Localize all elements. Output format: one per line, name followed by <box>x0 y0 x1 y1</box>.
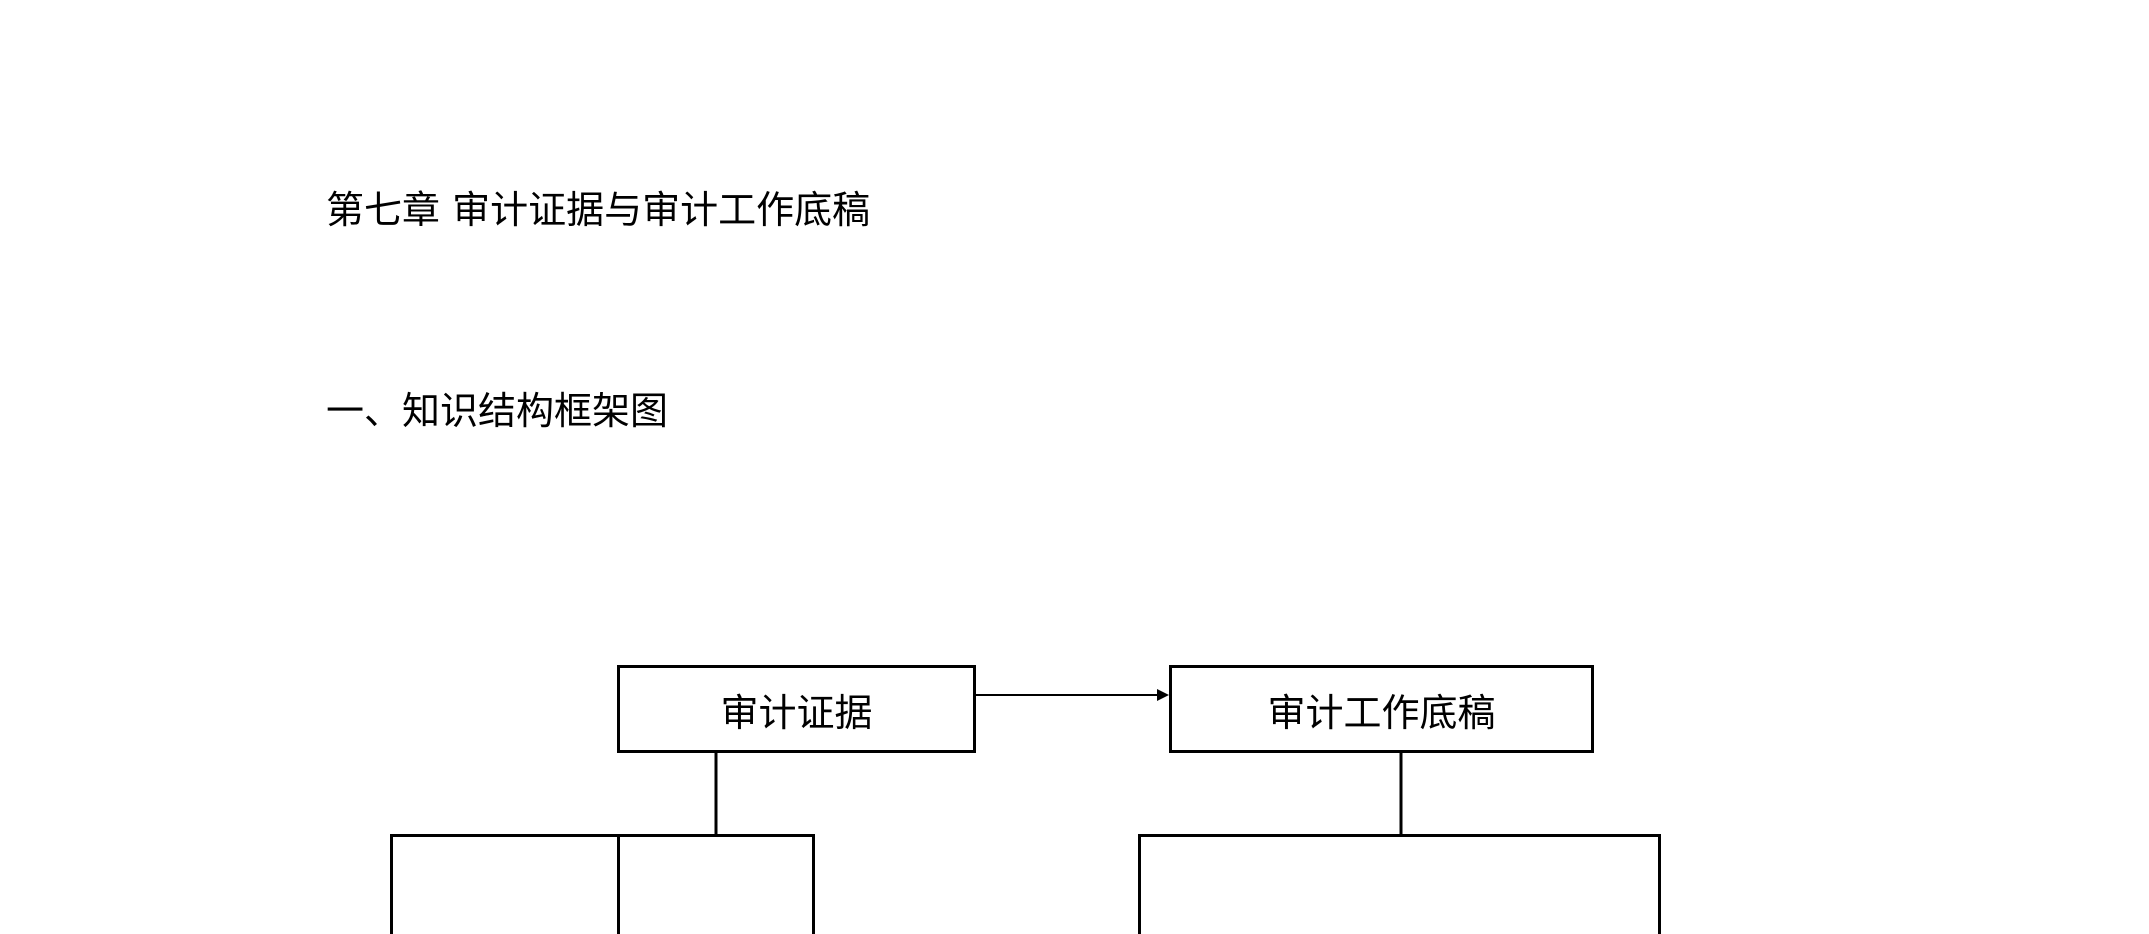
node-evidence-sub-b <box>617 834 815 934</box>
node-audit-workpaper: 审计工作底稿 <box>1169 665 1594 753</box>
node-workpaper-sub <box>1138 834 1661 934</box>
node-audit-workpaper-label: 审计工作底稿 <box>1267 690 1496 735</box>
node-evidence-sub-a-label <box>393 837 618 934</box>
node-evidence-sub-a <box>390 834 621 934</box>
node-audit-evidence: 审计证据 <box>617 665 976 753</box>
section-title: 一、知识结构框架图 <box>326 389 669 433</box>
diagram-connectors <box>714 689 1403 834</box>
node-workpaper-sub-label <box>1141 837 1658 934</box>
node-evidence-sub-b-label <box>620 837 812 934</box>
node-audit-evidence-label: 审计证据 <box>720 690 873 735</box>
chapter-title: 第七章 审计证据与审计工作底稿 <box>326 188 871 232</box>
